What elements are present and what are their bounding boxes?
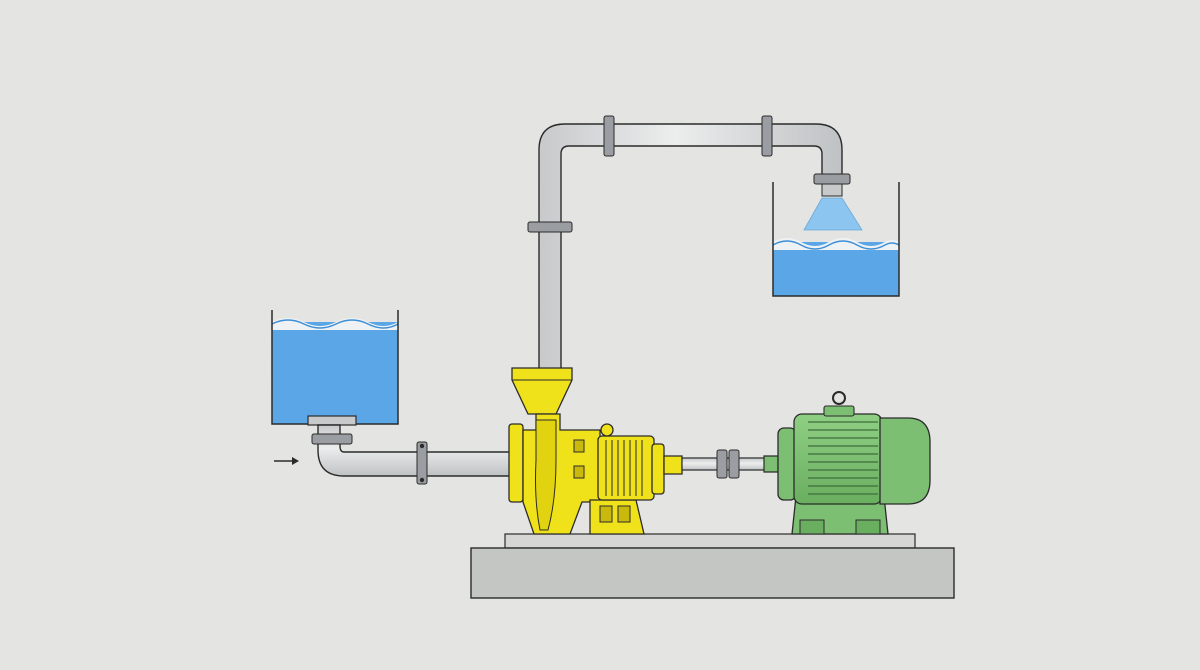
discharge-pipe-flange-vertical [527,221,573,233]
pump-bearing-bracket [589,499,645,535]
pump-bracket-slot [599,505,613,523]
destination-tank [772,182,900,297]
source-tank-water [272,322,398,424]
destination-tank-water [773,242,899,296]
motor-foot-bolt-plate [855,519,881,535]
centrifugal-pump [508,367,683,535]
base-plate-foundation [470,547,955,599]
pump-impeller-section [535,419,557,531]
base-plate [470,533,955,599]
ring-icon [600,423,614,437]
motor-foot-bolt-plate [799,519,825,535]
pump-bearing-cover [651,443,665,495]
discharge-pipe [527,115,851,371]
pump-suction-flange [508,423,524,503]
discharge-spray [803,197,863,231]
motor-fan-cover [879,417,931,505]
flange-bolt [419,443,425,449]
motor-body [793,413,883,505]
pump-window [573,465,585,479]
pump-bracket-slot [617,505,631,523]
flange-bolt [419,477,425,483]
motor-shaft-end [763,455,779,473]
motor-end-bell [777,427,797,501]
discharge-nozzle [821,183,843,197]
pump-window [573,439,585,453]
arrow-right-icon [274,457,299,465]
ring-icon [832,391,846,405]
electric-motor [763,391,931,535]
discharge-pipe-flange-top-2 [761,115,773,157]
pump-shaft-stub [663,455,683,475]
source-tank [271,310,399,426]
motor-terminal-box [823,405,855,417]
source-tank-wave [271,319,399,329]
suction-pipe-flange-1 [311,433,353,445]
pump-cooling-fins [605,440,643,496]
coupling-hub [716,449,728,479]
coupling-hub [728,449,740,479]
discharge-pipe-flange-top-1 [603,115,615,157]
discharge-pipe-outlet-flange [813,173,851,185]
destination-tank-walls [772,182,900,297]
suction-pipe-flange-2 [416,441,428,485]
shaft-coupling [681,449,777,479]
base-plate-top [504,533,916,549]
destination-tank-wave [772,240,900,250]
motor-cooling-ribs [808,421,878,495]
source-tank-outlet-flange [307,415,357,426]
